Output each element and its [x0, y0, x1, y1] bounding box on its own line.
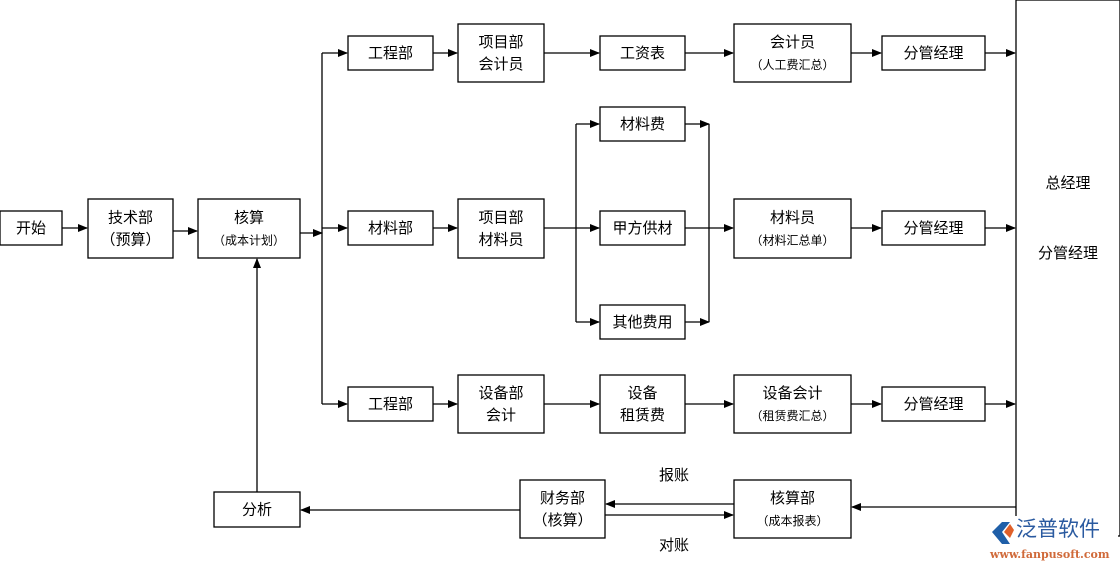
node-equip-accounting: 设备会计 （租赁费汇总） — [733, 374, 852, 434]
node-label: （核算） — [532, 511, 592, 529]
node-accountant-labor: 会计员 （人工费汇总） — [733, 23, 852, 83]
node-label: 租赁费 — [620, 406, 665, 424]
node-box — [881, 35, 986, 71]
node-label: 甲方供材 — [612, 219, 672, 237]
node-box — [457, 23, 545, 83]
edges — [62, 49, 1016, 519]
node-owner-supplied: 甲方供材 — [599, 210, 686, 246]
node-box — [881, 210, 986, 246]
node-start: 开始 — [0, 210, 63, 246]
node-payroll: 工资表 — [599, 35, 686, 71]
node-other-cost: 其他费用 — [599, 304, 686, 340]
node-manager-mid: 分管经理 — [881, 210, 986, 246]
node-eng-top: 工程部 — [347, 35, 434, 71]
logo-name: 泛普软件 — [1016, 517, 1100, 541]
node-label: 项目部 — [478, 209, 523, 227]
node-box — [599, 106, 686, 142]
label-reconcile: 对账 — [659, 536, 689, 554]
node-label: 设备 — [627, 384, 657, 402]
node-label: 工程部 — [368, 44, 413, 62]
node-box — [213, 491, 301, 528]
node-label: 会计员 — [770, 33, 815, 51]
node-box — [733, 23, 852, 83]
node-label: 材料员 — [770, 209, 815, 227]
label-reimburse: 报账 — [659, 466, 689, 484]
node-label: 会计 — [486, 406, 516, 424]
node-label: 分管经理 — [1038, 244, 1098, 262]
node-box — [599, 35, 686, 71]
node-box — [0, 210, 63, 246]
node-label: 设备部 — [478, 384, 523, 402]
node-cost-dept: 核算部 （成本报表） — [733, 479, 852, 539]
node-box — [599, 374, 686, 434]
node-manager-bottom: 分管经理 — [881, 386, 986, 422]
node-label: 材料部 — [368, 219, 413, 237]
logo-icon — [992, 522, 1014, 544]
node-label: 工程部 — [368, 395, 413, 413]
node-box — [347, 386, 434, 422]
node-eng-bottom: 工程部 — [347, 386, 434, 422]
fanpu-logo: 泛普软件 www.fanpusoft.com — [988, 516, 1118, 563]
node-label: 技术部 — [108, 209, 153, 227]
node-box — [733, 479, 852, 539]
node-label: 设备会计 — [762, 384, 822, 402]
node-box — [733, 198, 852, 259]
node-box — [599, 210, 686, 246]
node-finance: 财务部 （核算） — [519, 479, 606, 539]
node-manager-top: 分管经理 — [881, 35, 986, 71]
node-analysis: 分析 — [213, 491, 301, 528]
node-label: 项目部 — [478, 33, 523, 51]
node-box — [347, 35, 434, 71]
node-label: 工资表 — [620, 44, 665, 62]
node-label: 财务部 — [540, 489, 585, 507]
node-box — [457, 198, 545, 259]
node-box — [197, 198, 301, 259]
node-label: 分管经理 — [903, 219, 963, 237]
node-label: （预算） — [100, 231, 160, 249]
nodes: 开始技术部（预算）核算（成本计划）工程部项目部会计员工资表会计员（人工费汇总）分… — [0, 0, 1120, 539]
node-label: 会计员 — [478, 55, 523, 73]
node-material-cost: 材料费 — [599, 106, 686, 142]
node-box — [519, 479, 606, 539]
node-label: （租赁费汇总） — [750, 409, 834, 423]
node-label: （成本计划） — [213, 234, 285, 248]
node-box — [457, 374, 545, 434]
node-box — [1015, 0, 1120, 537]
node-label: 分管经理 — [903, 44, 963, 62]
node-box — [347, 210, 434, 246]
node-materials-dept: 材料部 — [347, 210, 434, 246]
node-accounting-plan: 核算 （成本计划） — [197, 198, 301, 259]
node-label: 材料费 — [620, 115, 665, 133]
node-box — [599, 304, 686, 340]
node-label: （成本报表） — [756, 513, 828, 528]
node-label: 开始 — [16, 219, 46, 237]
node-label: （材料汇总单） — [750, 234, 834, 248]
node-box — [733, 374, 852, 434]
node-box — [87, 198, 174, 259]
node-box — [881, 386, 986, 422]
node-label: （人工费汇总） — [750, 58, 834, 72]
node-label: 材料员 — [478, 231, 523, 249]
node-label: 其他费用 — [612, 313, 672, 331]
node-label: 分析 — [242, 501, 272, 519]
node-label: 核算 — [234, 209, 264, 227]
node-material-clerk: 材料员 （材料汇总单） — [733, 198, 852, 259]
logo-url: www.fanpusoft.com — [990, 548, 1110, 561]
node-label: 核算部 — [770, 489, 815, 507]
node-label: 分管经理 — [903, 395, 963, 413]
node-tech: 技术部 （预算） — [87, 198, 174, 259]
node-label: 总经理 — [1045, 174, 1090, 192]
